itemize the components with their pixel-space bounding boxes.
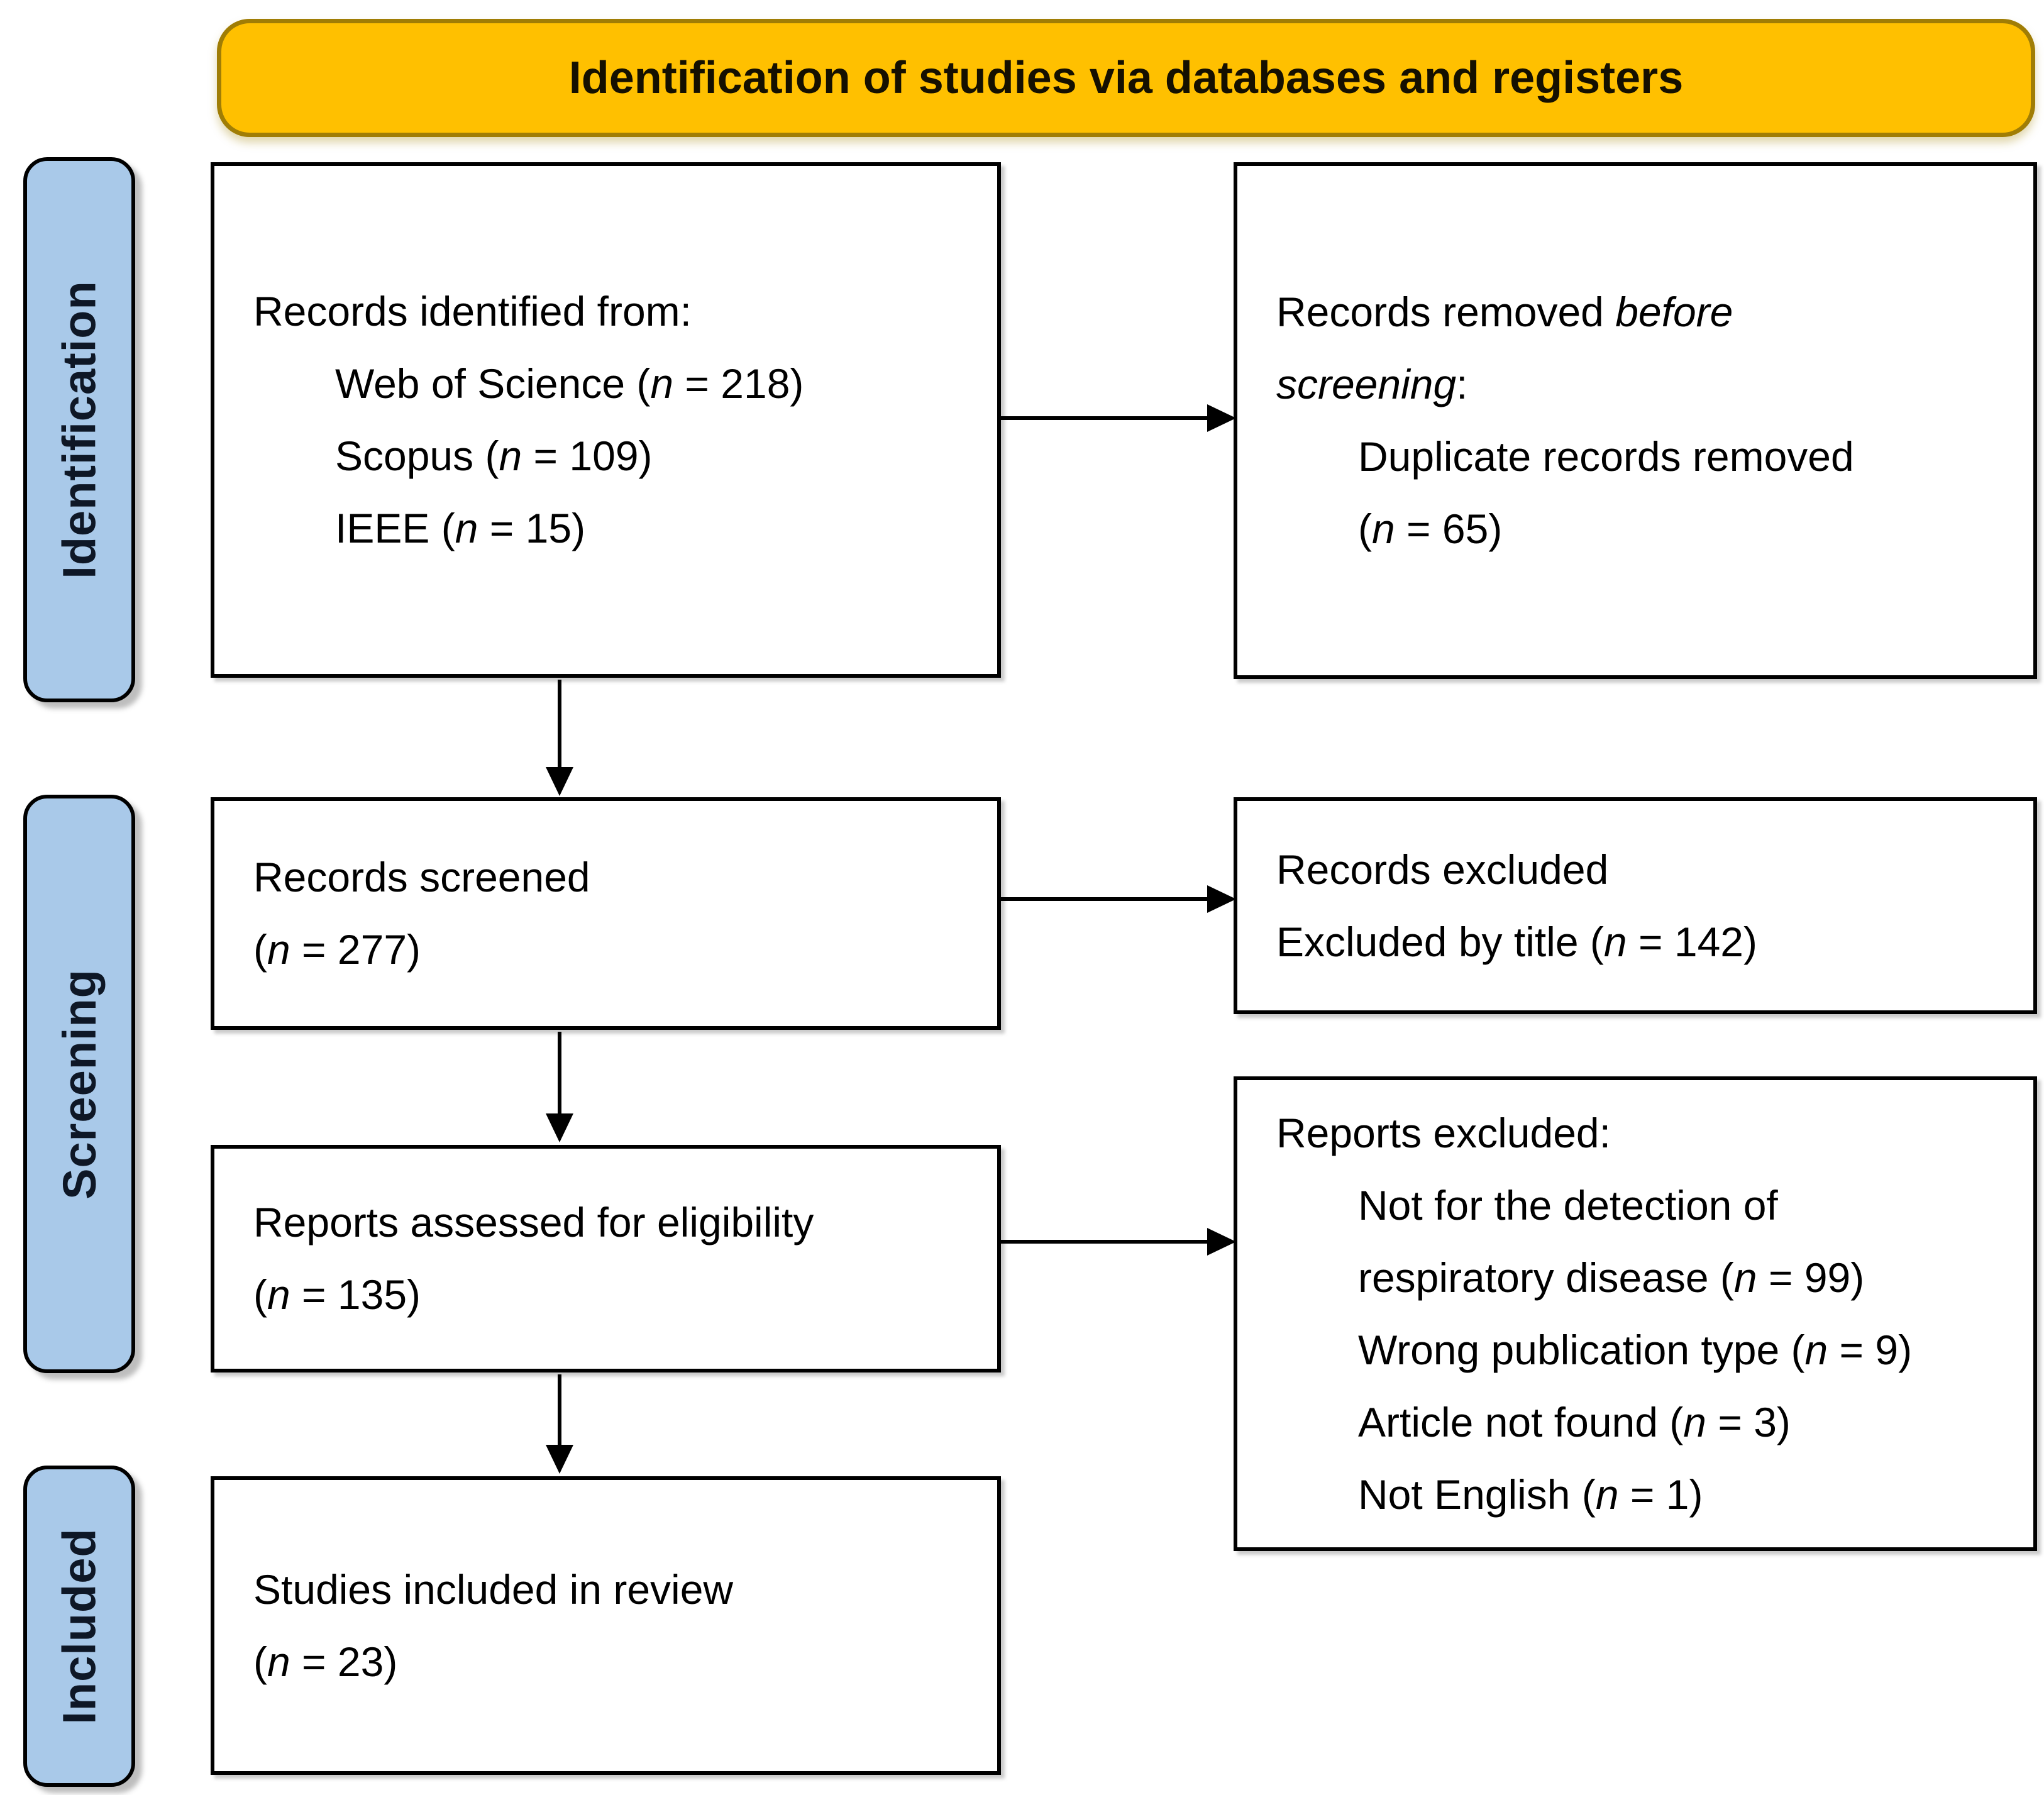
text-line: Scopus (n = 109) <box>335 433 653 479</box>
text-line: Records screened <box>253 854 590 900</box>
arrow-shaft <box>1001 1240 1208 1244</box>
text-line: Reports excluded: <box>1276 1109 1611 1156</box>
arrow-down-identified-to-screened-icon <box>546 680 573 796</box>
arrow-down-screened-to-assessed-icon <box>546 1032 573 1142</box>
stage-label-included: Included <box>23 1466 135 1787</box>
arrow-head <box>1207 885 1236 913</box>
text-line: respiratory disease (n = 99) <box>1358 1254 1865 1301</box>
text-line: Records excluded <box>1276 846 1609 893</box>
text-line: screening: <box>1276 361 1468 407</box>
text-line: Web of Science (n = 218) <box>335 360 804 407</box>
arrow-head <box>546 1445 573 1474</box>
text-line: (n = 23) <box>253 1638 398 1685</box>
stage-label-identification-text: Identification <box>53 280 106 579</box>
stage-label-screening-text: Screening <box>53 968 106 1200</box>
arrow-shaft <box>1001 897 1208 901</box>
arrow-right-assessed-to-excluded-icon <box>1001 1228 1236 1256</box>
box-records-removed-before-screening: Records removed before screening: Duplicat… <box>1234 162 2037 679</box>
box-records-identified: Records identified from: Web of Science (… <box>211 162 1001 678</box>
arrow-right-identified-to-removed-icon <box>1001 404 1236 432</box>
box-records-screened: Records screened (n = 277) <box>211 797 1001 1030</box>
arrow-shaft <box>1001 416 1208 420</box>
text-line: Not English (n = 1) <box>1358 1471 1703 1518</box>
header-banner: Identification of studies via databases … <box>217 19 2035 137</box>
text-line: (n = 135) <box>253 1271 421 1318</box>
text-line: Excluded by title (n = 142) <box>1276 918 1757 965</box>
stage-label-screening: Screening <box>23 795 135 1373</box>
text-line: Records identified from: <box>253 288 692 334</box>
box-reports-excluded: Reports excluded: Not for the detection o… <box>1234 1076 2037 1551</box>
arrow-head <box>546 1113 573 1142</box>
text-line: Not for the detection of <box>1358 1181 1778 1229</box>
text-line: IEEE (n = 15) <box>335 505 586 551</box>
arrow-shaft <box>558 680 561 768</box>
stage-label-included-text: Included <box>53 1528 106 1725</box>
box-reports-assessed-for-eligibility: Reports assessed for eligibility (n = 135… <box>211 1145 1001 1372</box>
arrow-head <box>546 767 573 796</box>
text-line: (n = 277) <box>253 926 421 973</box>
stage-label-identification: Identification <box>23 157 135 702</box>
arrow-head <box>1207 404 1236 432</box>
text-line: Duplicate records removed <box>1358 433 1854 480</box>
text-line: Wrong publication type (n = 9) <box>1358 1326 1913 1373</box>
text-line: Records removed before <box>1276 289 1733 335</box>
arrow-down-assessed-to-included-icon <box>546 1374 573 1474</box>
arrow-head <box>1207 1228 1236 1256</box>
arrow-shaft <box>558 1032 561 1115</box>
text-line: Reports assessed for eligibility <box>253 1199 814 1245</box>
header-title: Identification of studies via databases … <box>568 53 1684 103</box>
arrow-right-screened-to-excluded-icon <box>1001 885 1236 913</box>
box-studies-included-in-review: Studies included in review (n = 23) <box>211 1476 1001 1775</box>
text-line: (n = 65) <box>1358 505 1503 552</box>
text-line: Studies included in review <box>253 1566 734 1613</box>
text-line: Article not found (n = 3) <box>1358 1398 1791 1445</box>
arrow-shaft <box>558 1374 561 1446</box>
